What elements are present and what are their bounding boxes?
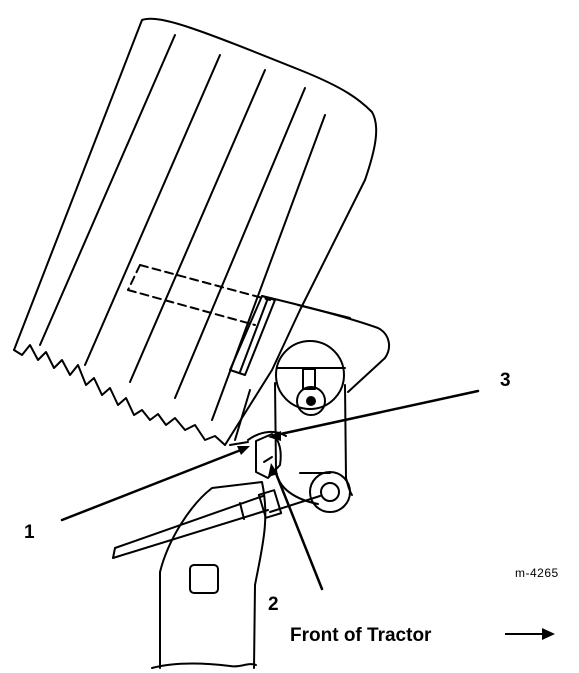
right-arrow-icon: [505, 628, 555, 640]
leader-arrow-2: [268, 463, 278, 477]
leader-line-2: [273, 469, 324, 591]
pivot-key: [302, 368, 316, 390]
pedal-arm: [274, 340, 353, 513]
pedal-pad: [13, 17, 378, 446]
frame-slot: [189, 564, 219, 594]
callout-3: 3: [500, 370, 511, 391]
leader-lines: [60, 389, 480, 591]
frame-bracket: [151, 481, 267, 669]
leader-line-1: [60, 446, 248, 522]
lower-clevis-pin-inner: [320, 482, 340, 502]
rod-clevis: [257, 489, 283, 519]
leader-arrow-3: [268, 431, 281, 441]
linkage-rod: [112, 489, 321, 559]
pedal-shaft: [127, 264, 271, 326]
lower-clevis-pin-outer: [309, 471, 351, 513]
leader-arrow-1: [237, 446, 250, 455]
leader-line-3: [274, 389, 480, 437]
direction-label: Front of Tractor: [290, 625, 432, 646]
ratchet-gear: [296, 386, 326, 416]
pedal-pivot-hub: [275, 340, 345, 410]
callout-1: 1: [24, 522, 35, 543]
pedal-mount-bracket: [261, 295, 391, 393]
figure-reference: m-4265: [515, 566, 559, 580]
callout-2: 2: [268, 594, 279, 615]
